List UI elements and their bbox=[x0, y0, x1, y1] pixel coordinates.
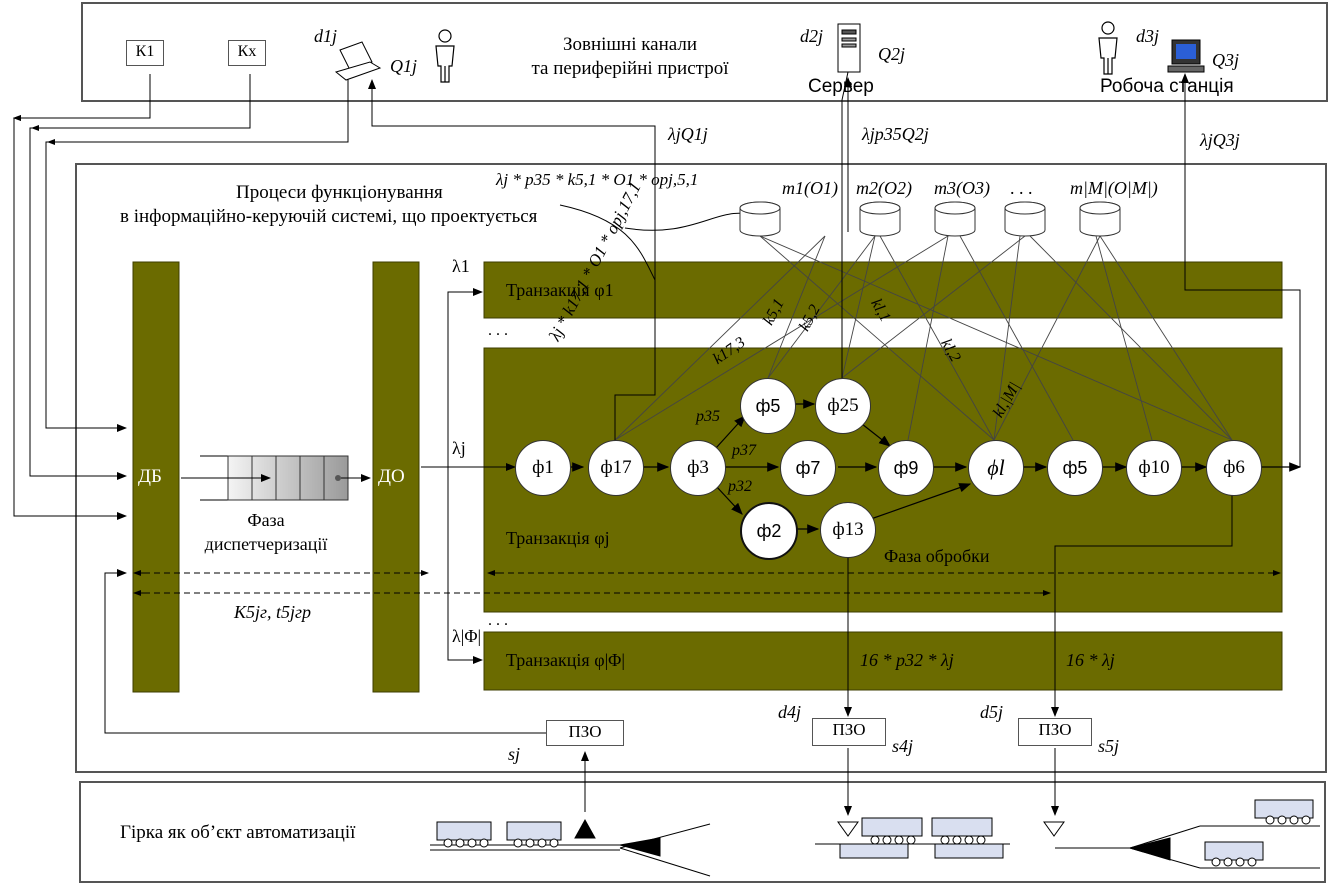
dispatch-phase-line2: диспетчеризації bbox=[204, 534, 328, 554]
ext-channels-line1: Зовнішні канали bbox=[562, 34, 698, 55]
kx-label: Кх bbox=[237, 43, 257, 60]
k-gr-label: K5jг, t5jгр bbox=[234, 602, 312, 622]
node-f3: ф3 bbox=[670, 440, 726, 496]
memory-label-m: m|M|(O|M|) bbox=[1070, 178, 1158, 198]
pzo-label-1: ПЗО bbox=[568, 722, 602, 741]
edge-p35: p35 bbox=[696, 408, 720, 425]
pzo-box-2: ПЗО bbox=[812, 718, 886, 746]
node-fl: ϕl bbox=[968, 440, 1024, 496]
person-icon-2 bbox=[1098, 21, 1118, 75]
dots-2: . . . bbox=[488, 612, 508, 629]
db-bar bbox=[132, 261, 180, 693]
dispatch-phase-line1: Фаза bbox=[247, 510, 285, 530]
pzo-box-3: ПЗО bbox=[1018, 718, 1092, 746]
workstation-label: Робоча станція bbox=[1100, 76, 1234, 97]
node-f25: ф25 bbox=[815, 378, 871, 434]
do-bar bbox=[372, 261, 420, 693]
laptop-icon bbox=[334, 41, 382, 81]
d4-label: d4j bbox=[778, 702, 802, 722]
k1-box: К1 bbox=[126, 40, 164, 66]
memory-label-3: m3(O3) bbox=[934, 178, 990, 198]
pzo-box-1: ПЗО bbox=[546, 720, 624, 746]
workstation-icon bbox=[1167, 39, 1205, 73]
process-title-line2: в інформаційно-керуючій системі, що прое… bbox=[120, 206, 538, 227]
dots-1: . . . bbox=[488, 322, 508, 339]
node-f9: ф9 bbox=[878, 440, 934, 496]
transaction-phi-label: Транзакція φ|Φ| bbox=[506, 650, 625, 670]
server-icon bbox=[837, 23, 861, 73]
process-title-line1: Процеси функціонування bbox=[236, 182, 443, 203]
server-label: Сервер bbox=[808, 76, 874, 97]
dispatch-queue bbox=[181, 455, 371, 501]
db-label: ДБ bbox=[138, 466, 162, 487]
s4-label: s4j bbox=[892, 736, 914, 756]
memory-label-2: m2(O2) bbox=[856, 178, 912, 198]
ext-channels-line2: та периферійні пристрої bbox=[531, 58, 729, 79]
node-f5b: ф5 bbox=[1047, 440, 1103, 496]
person-icon-1 bbox=[435, 29, 455, 83]
lambda-phi: λ|Φ| bbox=[452, 626, 482, 646]
flow-lq3: λjQ3j bbox=[1200, 130, 1240, 150]
node-f2: ф2 bbox=[740, 502, 798, 560]
edge-p37: p37 bbox=[732, 442, 756, 459]
top-frame bbox=[81, 2, 1328, 102]
q2-label: Q2j bbox=[878, 44, 905, 64]
transaction-j-label: Транзакція φj bbox=[506, 528, 610, 548]
transaction-1-label: Транзакція φ1 bbox=[506, 280, 614, 300]
bottom-frame bbox=[79, 781, 1326, 883]
flow-lq1: λjQ1j bbox=[668, 124, 708, 144]
s-j-label: sj bbox=[508, 744, 521, 764]
formula-16p: 16 * p32 * λj bbox=[860, 650, 954, 670]
pzo-label-2: ПЗО bbox=[832, 720, 866, 739]
d5-label: d5j bbox=[980, 702, 1004, 722]
formula-16: 16 * λj bbox=[1066, 650, 1115, 670]
s5-label: s5j bbox=[1098, 736, 1120, 756]
edge-p32: p32 bbox=[728, 478, 752, 495]
pzo-label-3: ПЗО bbox=[1038, 720, 1072, 739]
memory-label-1: m1(O1) bbox=[782, 178, 838, 198]
lambda-1: λ1 bbox=[452, 256, 470, 276]
hump-illustration bbox=[430, 799, 1320, 877]
memory-units bbox=[739, 201, 1121, 237]
transaction-1-bar bbox=[483, 261, 1283, 319]
q3-label: Q3j bbox=[1212, 50, 1239, 70]
processing-phase-label: Фаза обробки bbox=[884, 546, 990, 566]
flow-lpq2: λjp35Q2j bbox=[862, 124, 929, 144]
node-f17: ф17 bbox=[588, 440, 644, 496]
lambda-j: λj bbox=[452, 438, 466, 458]
k1-label: К1 bbox=[135, 43, 155, 60]
transaction-phi-bar bbox=[483, 631, 1283, 691]
do-label: ДО bbox=[378, 466, 405, 487]
memory-label-dots: . . . bbox=[1010, 178, 1033, 198]
d1-label: d1j bbox=[314, 26, 338, 46]
node-f1: ф1 bbox=[515, 440, 571, 496]
node-f10: ф10 bbox=[1126, 440, 1182, 496]
formula-top: λj * p35 * k5,1 * O1 * opj,5,1 bbox=[496, 170, 699, 189]
hump-label: Гірка як об’єкт автоматизації bbox=[120, 822, 356, 843]
node-f5: ф5 bbox=[740, 378, 796, 434]
node-f7: ф7 bbox=[780, 440, 836, 496]
d2-label: d2j bbox=[800, 26, 824, 46]
node-f13: ф13 bbox=[820, 502, 876, 558]
kx-box: Кх bbox=[228, 40, 266, 66]
node-f6: ф6 bbox=[1206, 440, 1262, 496]
d3-label: d3j bbox=[1136, 26, 1160, 46]
q1-label: Q1j bbox=[390, 56, 417, 76]
